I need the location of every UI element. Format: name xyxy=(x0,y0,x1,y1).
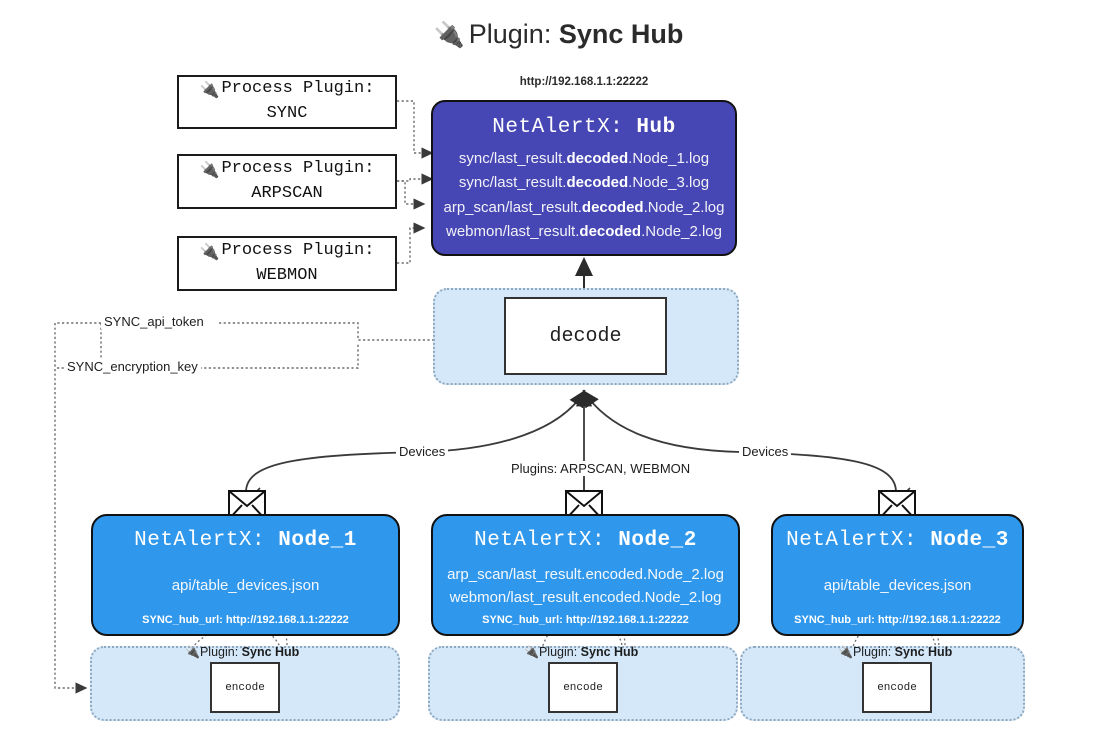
edge-label-right-devices: Devices xyxy=(739,444,792,459)
process-plugin-name: ARPSCAN xyxy=(251,183,323,203)
hub-group: http://192.168.1.1:22222 NetAlertX: Hub … xyxy=(431,76,737,256)
edge-text: Plugins: ARPSCAN, WEBMON xyxy=(511,461,691,476)
page-title: 🔌Plugin: Sync Hub xyxy=(0,18,1117,50)
plug-icon: 🔌 xyxy=(199,80,220,100)
plug-icon: 🔌 xyxy=(199,159,220,179)
plug-icon: 🔌 xyxy=(524,645,539,659)
node-node2[interactable]: NetAlertX: Node_2 arp_scan/last_result.e… xyxy=(431,514,740,636)
encode-plugin-label: 🔌Plugin: Sync Hub xyxy=(838,645,952,659)
node-header: NetAlertX: Node_2 xyxy=(474,529,697,552)
logline-pre: webmon/last_result. xyxy=(446,222,580,240)
secret-label-encryption-key: SYNC_encryption_key xyxy=(64,359,201,374)
plug-icon: 🔌 xyxy=(199,241,220,261)
page-title-prefix: Plugin: xyxy=(468,19,552,49)
encode-box-node2[interactable]: encode xyxy=(548,662,618,713)
logline-em: decoded xyxy=(581,198,644,216)
plugin-prefix: Plugin: xyxy=(852,645,892,659)
node-line: arp_scan/last_result.encoded.Node_2.log xyxy=(447,565,724,583)
logline-em: decoded xyxy=(579,222,642,240)
hub-header-prefix: NetAlertX: xyxy=(492,116,624,139)
node-header: NetAlertX: Node_1 xyxy=(134,529,357,552)
logline-post: .Node_1.log xyxy=(628,150,710,167)
edge-label-left-devices: Devices xyxy=(396,444,449,459)
encode-box-node3[interactable]: encode xyxy=(862,662,932,713)
process-plugin-label: Process Plugin: xyxy=(221,240,375,260)
plug-icon: 🔌 xyxy=(433,21,465,49)
hub-logline: arp_scan/last_result.decoded.Node_2.log xyxy=(444,196,725,220)
encode-box-node1[interactable]: encode xyxy=(210,662,280,713)
encode-label: encode xyxy=(877,681,917,694)
secret-label-api-token: SYNC_api_token xyxy=(101,314,207,329)
encode-plugin-label: 🔌Plugin: Sync Hub xyxy=(524,645,638,659)
hub-header-name: Hub xyxy=(636,116,676,139)
hub-node[interactable]: NetAlertX: Hub sync/last_result.decoded.… xyxy=(431,100,737,256)
hub-logline: webmon/last_result.decoded.Node_2.log xyxy=(446,220,722,244)
node-header-name: Node_1 xyxy=(278,529,357,552)
node-hub-url: SYNC_hub_url: http://192.168.1.1:22222 xyxy=(142,614,349,626)
node-node1[interactable]: NetAlertX: Node_1 api/table_devices.json… xyxy=(91,514,400,636)
plugin-name: Sync Hub xyxy=(241,645,300,659)
logline-post: .Node_2.log xyxy=(643,198,725,216)
plug-icon: 🔌 xyxy=(185,645,200,659)
edge-text: Devices xyxy=(399,444,446,459)
logline-pre: arp_scan/last_result. xyxy=(443,198,582,216)
process-plugin-webmon[interactable]: 🔌 Process Plugin: WEBMON xyxy=(177,236,397,291)
logline-post: .Node_2.log xyxy=(641,222,722,240)
edge-label-center-plugins: Plugins: ARPSCAN, WEBMON xyxy=(508,461,694,476)
node-hub-url: SYNC_hub_url: http://192.168.1.1:22222 xyxy=(794,614,1001,626)
page-title-name: Sync Hub xyxy=(558,19,684,49)
encode-plugin-label: 🔌Plugin: Sync Hub xyxy=(185,645,299,659)
process-plugin-sync[interactable]: 🔌 Process Plugin: SYNC xyxy=(177,75,397,129)
decode-box[interactable]: decode xyxy=(504,297,667,375)
plugin-prefix: Plugin: xyxy=(538,645,578,659)
process-plugin-arpscan[interactable]: 🔌 Process Plugin: ARPSCAN xyxy=(177,154,397,209)
secret-text: SYNC_api_token xyxy=(104,314,204,329)
logline-post: .Node_3.log xyxy=(628,174,710,192)
logline-pre: sync/last_result. xyxy=(458,174,567,192)
plug-icon: 🔌 xyxy=(838,645,853,659)
process-plugin-label: Process Plugin: xyxy=(221,158,375,178)
process-plugin-label: Process Plugin: xyxy=(221,79,375,99)
node-header-prefix: NetAlertX: xyxy=(786,529,918,552)
node-line: webmon/last_result.encoded.Node_2.log xyxy=(449,589,722,606)
hub-url-label: http://192.168.1.1:22222 xyxy=(519,76,649,88)
hub-header: NetAlertX: Hub xyxy=(492,116,675,139)
hub-logline: sync/last_result.decoded.Node_3.log xyxy=(459,171,709,195)
encode-label: encode xyxy=(563,681,603,694)
node-node3[interactable]: NetAlertX: Node_3 api/table_devices.json… xyxy=(771,514,1024,636)
plugin-name: Sync Hub xyxy=(580,645,639,659)
encode-label: encode xyxy=(225,681,265,694)
logline-em: decoded xyxy=(566,150,629,167)
node-header-prefix: NetAlertX: xyxy=(134,529,266,552)
edge-text: Devices xyxy=(742,444,789,459)
secret-text: SYNC_encryption_key xyxy=(67,359,198,374)
node-hub-url: SYNC_hub_url: http://192.168.1.1:22222 xyxy=(482,614,689,626)
plugin-name: Sync Hub xyxy=(894,645,953,659)
process-plugin-name: WEBMON xyxy=(256,265,318,285)
process-plugin-name: SYNC xyxy=(266,104,308,123)
logline-pre: sync/last_result. xyxy=(458,150,567,167)
node-header-name: Node_3 xyxy=(930,529,1009,552)
decode-label: decode xyxy=(549,324,622,348)
node-line: api/table_devices.json xyxy=(171,577,320,595)
node-header-name: Node_2 xyxy=(618,529,697,552)
hub-logline: sync/last_result.decoded.Node_1.log xyxy=(459,147,709,171)
plugin-prefix: Plugin: xyxy=(199,645,239,659)
logline-em: decoded xyxy=(566,174,629,192)
node-header-prefix: NetAlertX: xyxy=(474,529,606,552)
node-header: NetAlertX: Node_3 xyxy=(786,529,1009,552)
node-line: api/table_devices.json xyxy=(823,577,972,595)
